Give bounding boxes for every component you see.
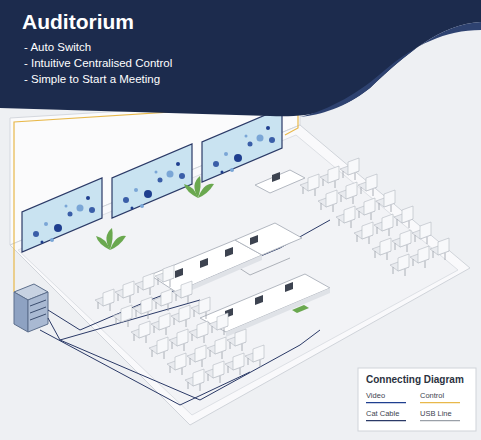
legend-box: [358, 368, 476, 431]
bullet-item: - Auto Switch: [24, 41, 91, 54]
bullet-item: - Intuitive Centralised Control: [24, 57, 172, 70]
bullet-item: - Simple to Start a Meeting: [24, 73, 160, 86]
legend-sample: [366, 402, 406, 403]
legend-sample: [420, 420, 460, 421]
legend-text: USB Line: [420, 410, 452, 419]
legend-text: Cat Cable: [366, 410, 399, 419]
legend-sample: [420, 402, 460, 403]
legend-text: Video: [366, 392, 385, 401]
legend-heading: Connecting Diagram: [366, 374, 464, 386]
title: Auditorium: [22, 10, 134, 34]
legend-text: Control: [420, 392, 444, 401]
legend-sample: [366, 420, 406, 421]
